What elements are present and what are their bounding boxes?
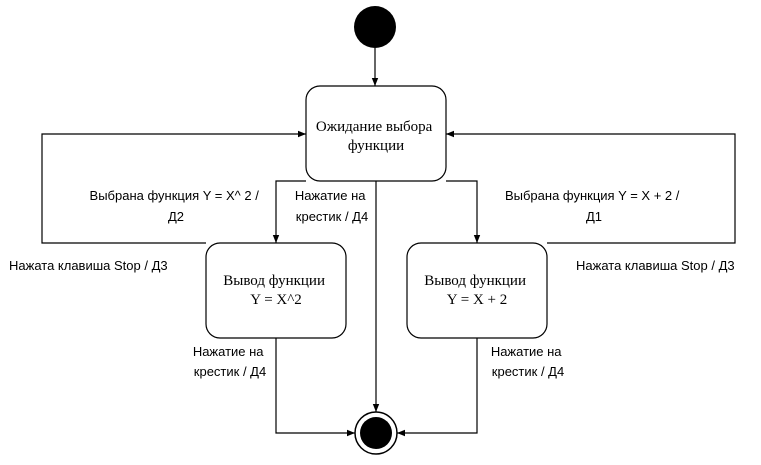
edge-square-to-waiting-stop — [41, 130, 306, 244]
label-close-from-plus: Нажатие на крестик / Д4 — [491, 344, 565, 379]
label-select-plus: Выбрана функция Y = X + 2 / Д1 — [505, 188, 683, 224]
state-output-plus: Вывод функции Y = X + 2 — [406, 242, 548, 339]
edge-square-to-final — [275, 338, 355, 437]
label-close-from-square: Нажатие на крестик / Д4 — [193, 344, 267, 379]
edge-waiting-to-plus — [446, 180, 481, 243]
label-stop-left: Нажата клавиша Stop / Д3 — [9, 258, 168, 273]
final-state-node — [354, 411, 398, 455]
state-output-plus-line-1: Вывод функции — [424, 273, 526, 289]
label-close-from-waiting: Нажатие на крестик / Д4 — [295, 188, 369, 224]
state-waiting-line-2: функции — [348, 138, 404, 154]
label-stop-right: Нажата клавиша Stop / Д3 — [576, 258, 735, 273]
initial-state-node — [354, 6, 396, 48]
state-output-square-line-2: Y = X^2 — [250, 292, 302, 308]
svg-text:Ожидание выбора функции: Ожидание выбора функции — [316, 119, 436, 154]
state-output-plus-line-2: Y = X + 2 — [447, 292, 508, 308]
label-select-square: Выбрана функция Y = X^ 2 / Д2 — [90, 188, 263, 224]
svg-text:Вывод функции Y = X + 2: Вывод функции Y = X + 2 — [424, 273, 530, 308]
edge-waiting-to-square — [272, 180, 306, 243]
state-waiting: Ожидание выбора функции — [305, 85, 447, 182]
svg-text:Вывод функции Y = X^2: Вывод функции Y = X^2 — [223, 273, 329, 308]
state-output-square-line-1: Вывод функции — [223, 273, 325, 289]
state-waiting-line-1: Ожидание выбора — [316, 119, 433, 135]
state-output-square: Вывод функции Y = X^2 — [205, 242, 347, 339]
edge-plus-to-waiting-stop — [446, 130, 736, 244]
edge-plus-to-final — [397, 338, 478, 437]
